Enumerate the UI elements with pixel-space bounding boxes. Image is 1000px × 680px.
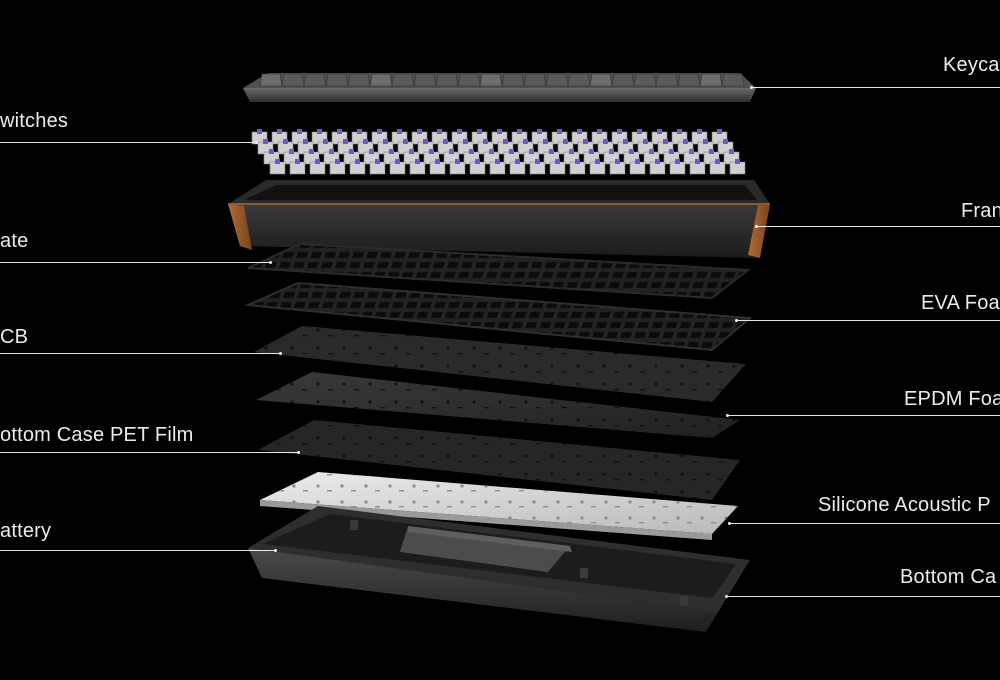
- label-bottom-case: Bottom Ca: [900, 566, 997, 588]
- silicone-pad-layer: [260, 472, 738, 540]
- leader-dot-epdm-foam: [726, 414, 729, 417]
- leader-line-epdm-foam: [728, 415, 1000, 416]
- label-switches: witches: [0, 110, 69, 132]
- bottom-case-layer: [248, 506, 750, 632]
- plate-layer: [247, 242, 751, 300]
- label-eva-foam: EVA Foa: [921, 292, 1000, 314]
- leader-line-bottom-case: [727, 596, 1000, 597]
- label-battery: attery: [0, 520, 52, 542]
- leader-line-plate: [0, 262, 270, 263]
- pcb-layer: [254, 326, 746, 402]
- label-epdm-foam: EPDM Foa: [904, 388, 1000, 410]
- leader-line-pcb: [0, 353, 280, 354]
- label-plate: ate: [0, 230, 29, 252]
- leader-line-silicone: [730, 523, 1000, 524]
- leader-line-battery: [0, 550, 275, 551]
- leader-dot-bottom-case: [725, 595, 728, 598]
- keycaps-layer: [243, 73, 756, 102]
- leader-line-switches: [0, 142, 256, 143]
- leader-dot-battery: [274, 549, 277, 552]
- leader-dot-plate: [269, 261, 272, 264]
- label-silicone-acoustic-pad: Silicone Acoustic P: [818, 494, 991, 516]
- label-pcb: CB: [0, 326, 29, 348]
- leader-dot-pet-film: [297, 451, 300, 454]
- label-frame: Fran: [961, 200, 1000, 222]
- epdm-foam-layer: [256, 372, 740, 438]
- leader-dot-switches: [255, 141, 258, 144]
- leader-dot-pcb: [279, 352, 282, 355]
- leader-line-keycaps: [752, 87, 1000, 88]
- leader-line-frame: [757, 226, 1000, 227]
- eva-foam-layer: [244, 281, 753, 352]
- switches-layer: [251, 129, 746, 175]
- leader-dot-eva-foam: [735, 319, 738, 322]
- label-keycaps: Keyca: [943, 54, 1000, 76]
- leader-line-eva-foam: [737, 320, 1000, 321]
- frame-layer: [228, 180, 770, 258]
- pet-film-layer: [258, 420, 740, 500]
- leader-dot-frame: [755, 225, 758, 228]
- leader-line-pet-film: [0, 452, 298, 453]
- leader-dot-keycaps: [750, 86, 753, 89]
- label-bottom-case-pet-film: ottom Case PET Film: [0, 424, 194, 446]
- leader-dot-silicone: [728, 522, 731, 525]
